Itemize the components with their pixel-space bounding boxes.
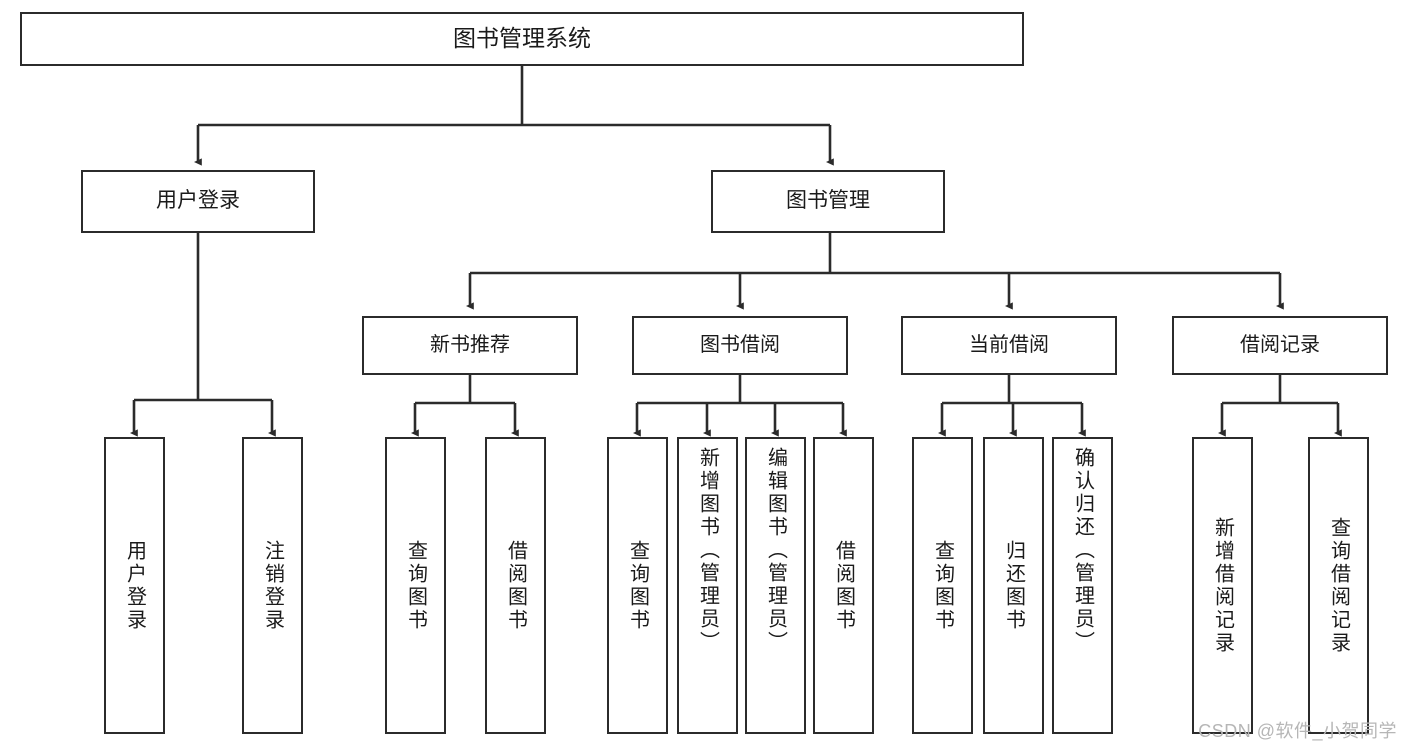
node-book-manage-label: 图书管理	[786, 189, 870, 213]
leaf-borrow-book-2[interactable]: 借阅图书	[813, 437, 874, 734]
leaf-add-record[interactable]: 新增借阅记录	[1192, 437, 1253, 734]
leaf-add-book-label: 新增图书（管理员）	[696, 447, 719, 654]
leaf-add-record-label: 新增借阅记录	[1211, 516, 1234, 655]
node-new-book-recommend[interactable]: 新书推荐	[362, 316, 578, 375]
leaf-confirm-return[interactable]: 确认归还（管理员）	[1052, 437, 1113, 734]
node-book-borrow-label: 图书借阅	[700, 333, 780, 356]
leaf-return-book[interactable]: 归还图书	[983, 437, 1044, 734]
leaf-query-book-1[interactable]: 查询图书	[385, 437, 446, 734]
leaf-add-book[interactable]: 新增图书（管理员）	[677, 437, 738, 734]
node-borrow-record-label: 借阅记录	[1240, 333, 1320, 356]
leaf-query-record[interactable]: 查询借阅记录	[1308, 437, 1369, 734]
node-user-login-label: 用户登录	[156, 189, 240, 213]
leaf-logout-login-label: 注销登录	[261, 539, 284, 632]
leaf-query-book-3[interactable]: 查询图书	[912, 437, 973, 734]
watermark-text: CSDN @软件_小贺同学	[1198, 721, 1397, 741]
leaf-query-book-2-label: 查询图书	[626, 539, 649, 632]
node-user-login[interactable]: 用户登录	[81, 170, 315, 233]
leaf-query-book-1-label: 查询图书	[404, 539, 427, 632]
node-book-manage[interactable]: 图书管理	[711, 170, 945, 233]
leaf-borrow-book-1-label: 借阅图书	[504, 539, 527, 632]
leaf-user-login[interactable]: 用户登录	[104, 437, 165, 734]
leaf-query-book-3-label: 查询图书	[931, 539, 954, 632]
leaf-borrow-book-2-label: 借阅图书	[832, 539, 855, 632]
leaf-logout-login[interactable]: 注销登录	[242, 437, 303, 734]
node-root-system[interactable]: 图书管理系统	[20, 12, 1024, 66]
leaf-query-record-label: 查询借阅记录	[1327, 516, 1350, 655]
leaf-borrow-book-1[interactable]: 借阅图书	[485, 437, 546, 734]
leaf-return-book-label: 归还图书	[1002, 539, 1025, 632]
leaf-edit-book[interactable]: 编辑图书（管理员）	[745, 437, 806, 734]
node-current-borrow-label: 当前借阅	[969, 333, 1049, 356]
leaf-confirm-return-label: 确认归还（管理员）	[1071, 447, 1094, 654]
leaf-edit-book-label: 编辑图书（管理员）	[764, 447, 787, 654]
node-root-system-label: 图书管理系统	[453, 25, 591, 52]
leaf-user-login-label: 用户登录	[123, 539, 146, 632]
node-current-borrow[interactable]: 当前借阅	[901, 316, 1117, 375]
node-book-borrow[interactable]: 图书借阅	[632, 316, 848, 375]
node-borrow-record[interactable]: 借阅记录	[1172, 316, 1388, 375]
node-new-book-recommend-label: 新书推荐	[430, 333, 510, 356]
leaf-query-book-2[interactable]: 查询图书	[607, 437, 668, 734]
